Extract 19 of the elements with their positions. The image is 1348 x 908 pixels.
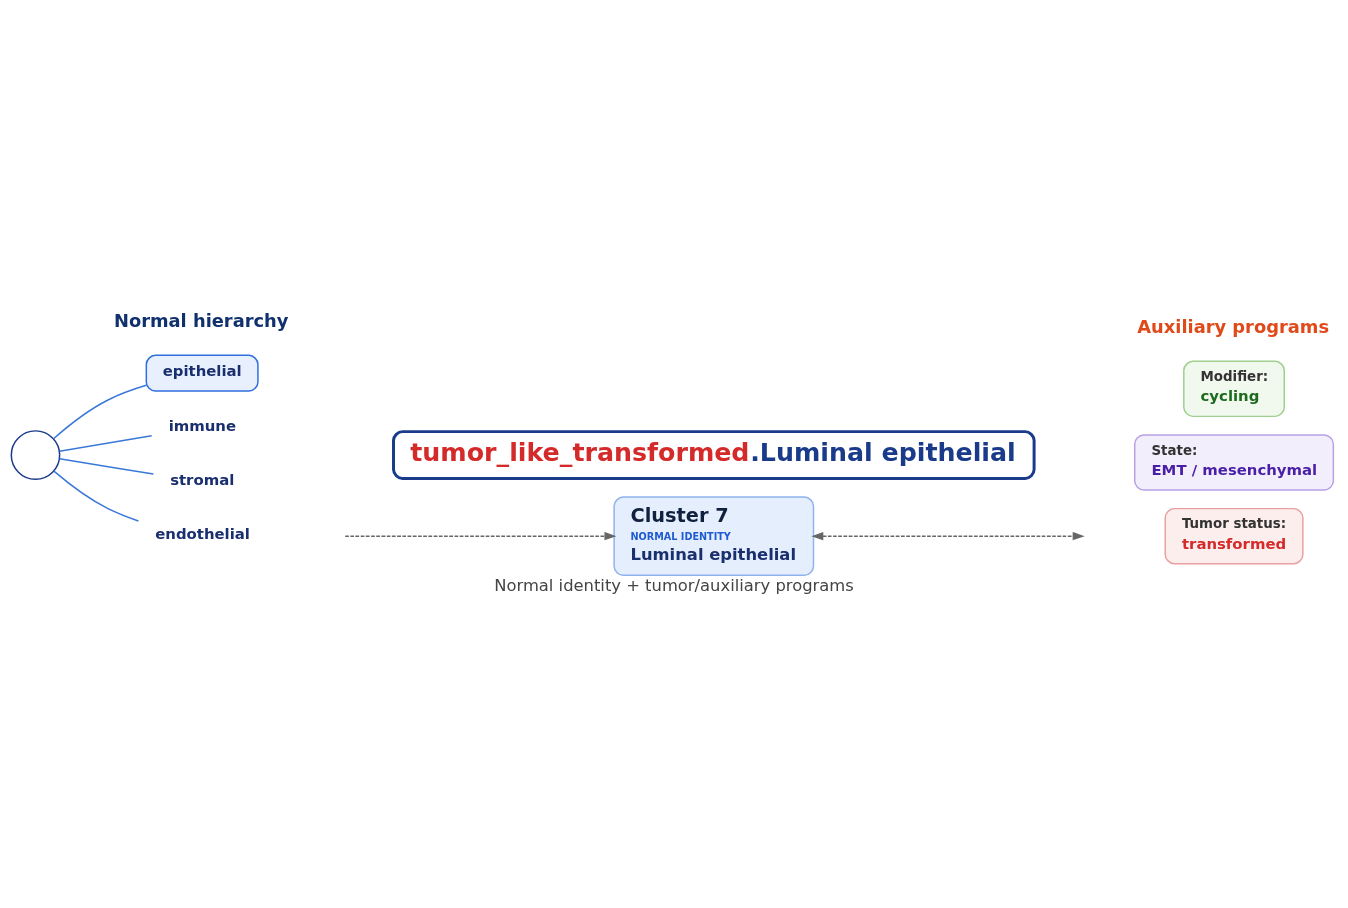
node-text: stromal: [170, 470, 235, 489]
caption: Normal identity + tumor/auxiliary programs: [494, 575, 854, 595]
node-box: State: EMT / mesenchymal: [1133, 433, 1335, 491]
label: Normal hierarchy: [113, 309, 289, 331]
connector: [58, 434, 153, 452]
node-box: epithelial: [145, 354, 259, 392]
arrow: [344, 531, 617, 540]
connector: [58, 457, 155, 475]
node-circle: [10, 429, 61, 480]
connector: [52, 384, 147, 439]
arrow: [811, 531, 1085, 540]
node-box: Modifier: cycling: [1183, 360, 1285, 417]
node-box: tumor_like_transformed.Luminal epithelial: [392, 429, 1036, 480]
node-box: Cluster 7 NORMAL IDENTITY Luminal epithelial: [613, 495, 815, 576]
connector: [53, 469, 140, 522]
node-text: immune: [168, 416, 237, 435]
node-box: Tumor status: transformed: [1164, 507, 1304, 564]
node-text: endothelial: [155, 524, 250, 543]
label: Auxiliary programs: [1137, 315, 1330, 337]
